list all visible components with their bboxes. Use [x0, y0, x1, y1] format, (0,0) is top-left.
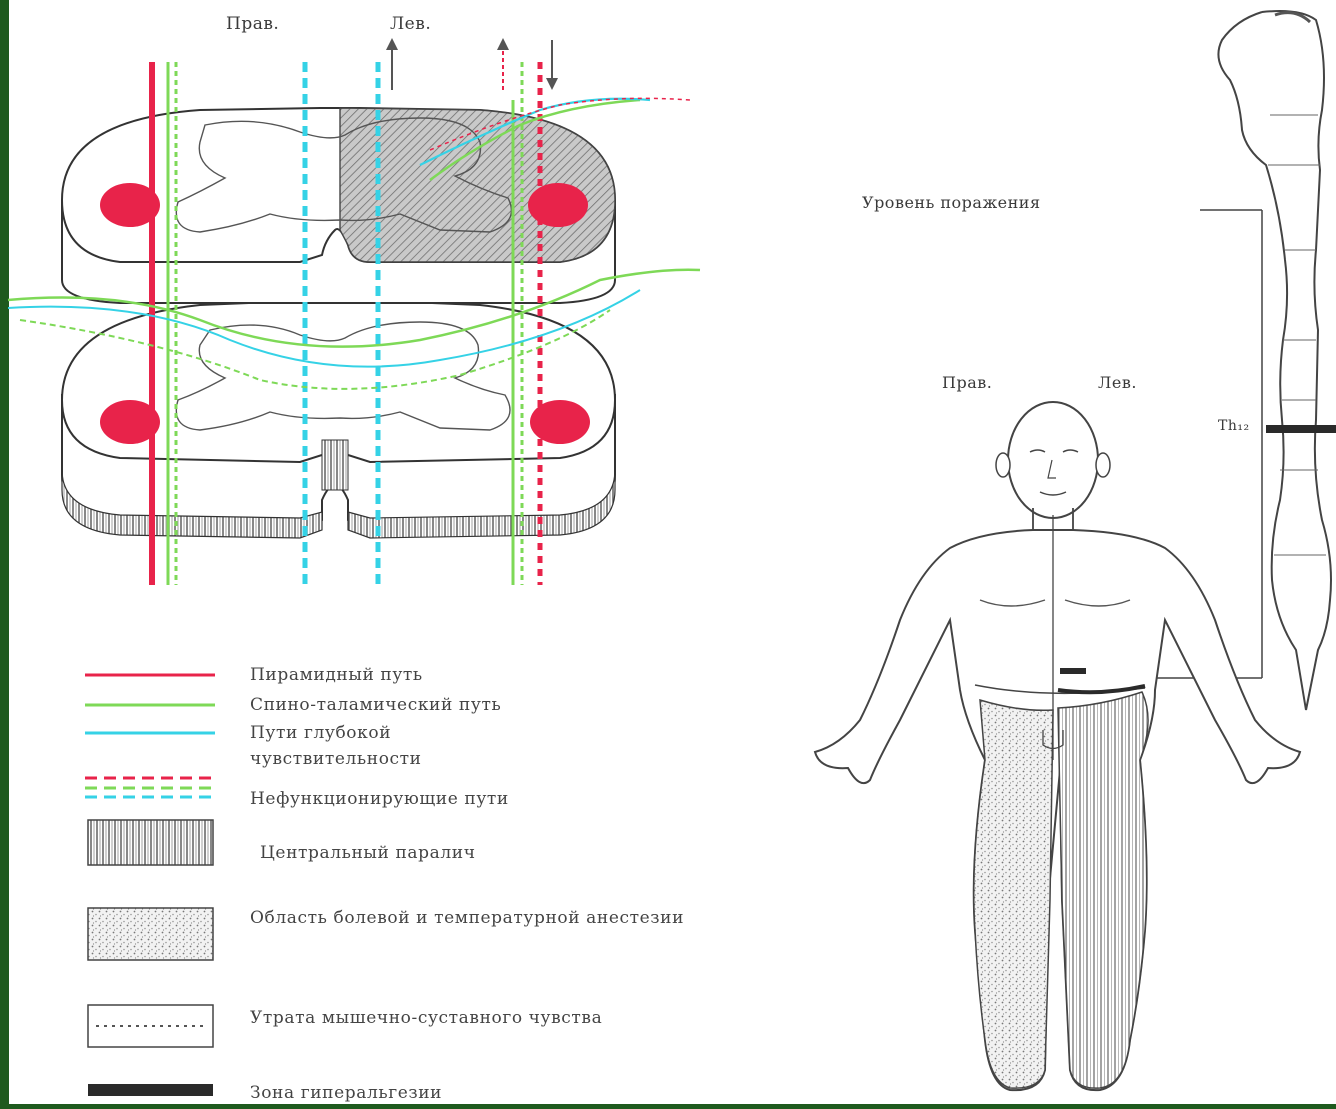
lesion-marker-spine	[1266, 425, 1336, 433]
lesion-level-label: Уровень поражения	[862, 193, 1041, 212]
body-outline	[815, 530, 1300, 1090]
central-paralysis-area	[1058, 692, 1148, 1088]
hyperalgesia-zone	[1060, 668, 1086, 674]
body-label-right: Прав.	[942, 373, 992, 392]
anesthesia-area	[974, 700, 1053, 1088]
body-head	[1008, 402, 1098, 518]
segment-label: Th₁₂	[1218, 418, 1250, 434]
spinal-column-outline	[1218, 11, 1331, 710]
body-label-left: Лев.	[1098, 373, 1137, 392]
